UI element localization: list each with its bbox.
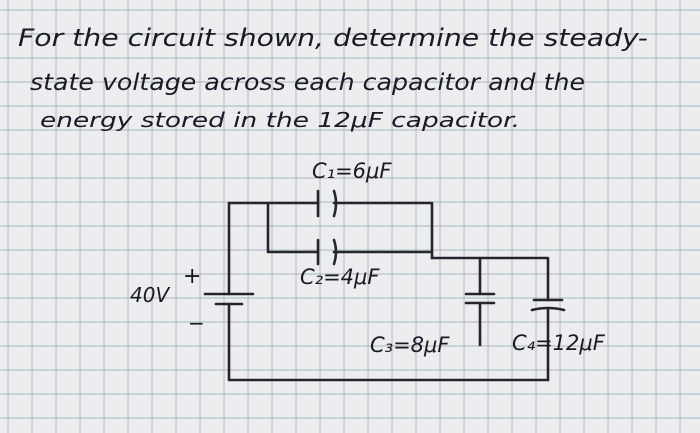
c1-plate-right xyxy=(332,189,338,218)
c4-plate-bottom xyxy=(530,306,566,312)
problem-line-1: For the circuit shown, determine the ste… xyxy=(18,24,648,52)
problem-line-2: state voltage across each capacitor and … xyxy=(30,70,585,96)
c2-plate-right xyxy=(332,238,338,266)
wire-top-right xyxy=(332,201,434,260)
c3-label: C₃=8μF xyxy=(370,333,450,357)
problem-line-3: energy stored in the 12μF capacitor. xyxy=(40,108,520,132)
source-voltage-label: 40V xyxy=(130,283,170,307)
wire-to-c3-c4 xyxy=(430,256,550,302)
c4-label: C₄=12μF xyxy=(512,331,606,355)
wire-parallel-left xyxy=(266,201,320,254)
c1-label: C₁=6μF xyxy=(312,159,392,183)
source-plus-sign: + xyxy=(183,264,201,289)
c2-label: C₂=4μF xyxy=(300,265,380,289)
source-minus-sign: − xyxy=(188,311,205,335)
wire-bottom xyxy=(227,302,550,382)
circuit-diagram xyxy=(203,189,566,382)
